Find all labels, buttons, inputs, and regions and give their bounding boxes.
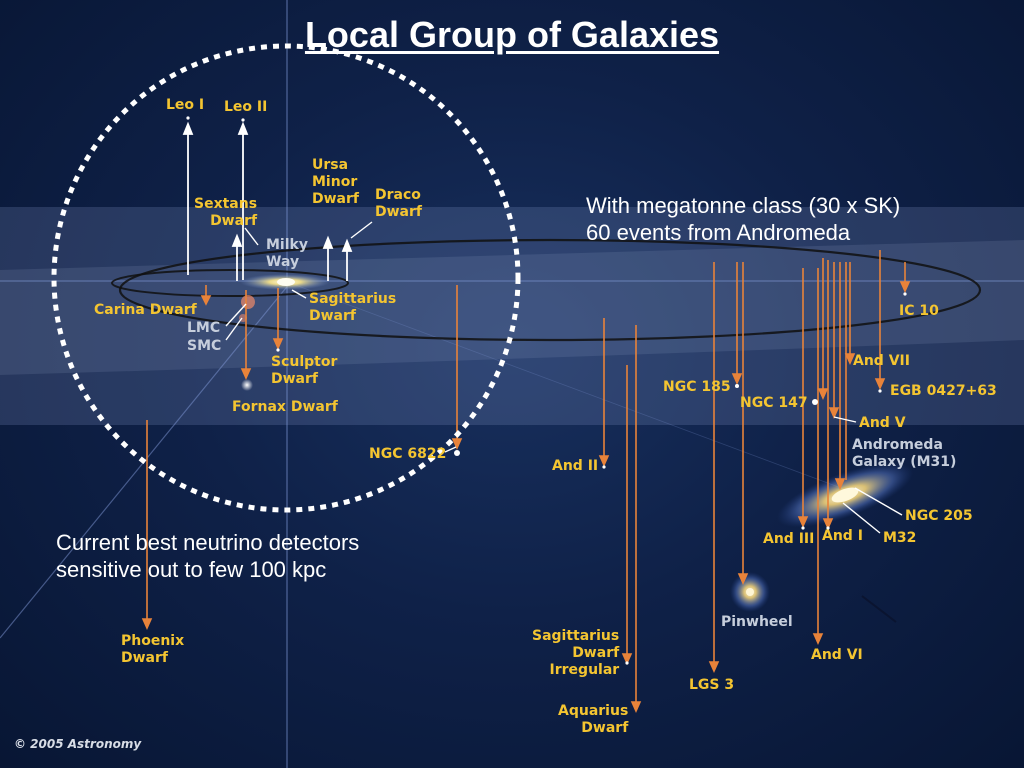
- ptr-smc: [225, 317, 243, 341]
- current-note-line1: Current best neutrino detectors: [56, 530, 360, 555]
- star-and-i: [826, 526, 830, 530]
- drop-lines: [141, 250, 911, 713]
- label-sag-irr-3: Irregular: [549, 662, 620, 678]
- label-aquarius-1: Aquarius: [558, 703, 629, 719]
- pinwheel-core: [746, 588, 754, 596]
- ptr-ngc6822: [444, 446, 457, 453]
- star-ngc6822: [454, 450, 460, 456]
- ptr-sagittarius: [291, 289, 307, 299]
- label-smc: SMC: [187, 338, 222, 354]
- streak: [861, 595, 897, 623]
- page-title: Local Group of Galaxies: [304, 14, 720, 55]
- label-draco-2: Dwarf: [375, 204, 422, 220]
- label-and-i: And I: [822, 528, 863, 544]
- label-sextans-2: Dwarf: [210, 213, 258, 229]
- star-and-iii: [801, 526, 805, 530]
- label-phoenix-1: Phoenix: [121, 633, 185, 649]
- milky-way-core: [277, 278, 295, 286]
- pointer-lines: [225, 221, 903, 534]
- orbit-small: [111, 269, 349, 297]
- label-leo-ii: Leo II: [224, 99, 268, 115]
- star-ngc185: [735, 384, 739, 388]
- label-leo-i: Leo I: [166, 97, 205, 113]
- label-and-iii: And III: [763, 531, 815, 547]
- label-fornax: Fornax Dwarf: [232, 399, 338, 415]
- label-pinwheel: Pinwheel: [721, 614, 793, 630]
- megatonne-note-line2: 60 events from Andromeda: [586, 220, 851, 245]
- label-sag-irr-2: Dwarf: [572, 645, 620, 661]
- label-ic10: IC 10: [899, 303, 939, 319]
- megatonne-note: With megatonne class (30 x SK) 60 events…: [586, 192, 900, 246]
- fornax-blob: [241, 379, 253, 391]
- galactic-plane: [0, 207, 1024, 425]
- label-andromeda-2: Galaxy (M31): [852, 454, 957, 470]
- label-ursa-minor: Ursa Minor Dwarf: [312, 157, 359, 208]
- label-carina: Carina Dwarf: [94, 302, 197, 318]
- label-milky-way-2: Way: [266, 254, 300, 270]
- label-lmc: LMC: [187, 320, 221, 336]
- label-ngc205: NGC 205: [905, 508, 973, 524]
- ptr-m32: [842, 502, 881, 534]
- label-ngc185: NGC 185: [663, 379, 731, 395]
- label-sagittarius-2: Dwarf: [309, 308, 356, 324]
- label-phoenix: Phoenix Dwarf: [121, 633, 184, 667]
- megatonne-note-line1: With megatonne class (30 x SK): [586, 193, 901, 218]
- up-arrows: [182, 121, 353, 281]
- label-ursa-minor-1: Ursa: [312, 157, 349, 173]
- label-phoenix-2: Dwarf: [121, 650, 168, 666]
- current-note-line2: sensitive out to few 100 kpc: [56, 557, 327, 582]
- label-and-vii: And VII: [853, 353, 910, 369]
- andromeda-core: [831, 487, 859, 503]
- label-milky-way-1: Milky: [266, 237, 308, 253]
- star-and-ii: [602, 465, 606, 469]
- detector-range-circle: [51, 43, 521, 513]
- label-milky-way: Milky Way: [266, 237, 308, 271]
- star-sag-irr: [625, 661, 629, 665]
- star-egb: [878, 389, 882, 393]
- label-sag-irregular: Sagittarius Dwarf Irregular: [532, 628, 619, 679]
- ptr-ngc205: [854, 487, 903, 516]
- label-ngc147: NGC 147: [740, 395, 808, 411]
- label-m32: M32: [883, 530, 917, 546]
- label-sculptor-1: Sculptor: [271, 354, 338, 370]
- star-sculptor: [276, 348, 280, 352]
- label-lgs3: LGS 3: [689, 677, 735, 693]
- copyright-notice: © 2005 Astronomy: [14, 737, 142, 751]
- ptr-sextans: [244, 227, 259, 246]
- label-aquarius-2: Dwarf: [581, 720, 629, 736]
- label-sculptor: Sculptor Dwarf: [271, 354, 337, 388]
- label-sag-irr-1: Sagittarius: [532, 628, 620, 644]
- star-leo-i: [186, 116, 190, 120]
- stars: [186, 116, 907, 665]
- label-and-ii: And II: [552, 458, 599, 474]
- label-sextans-1: Sextans: [194, 196, 258, 212]
- label-sagittarius-1: Sagittarius: [309, 291, 397, 307]
- current-detector-note: Current best neutrino detectors sensitiv…: [56, 529, 359, 583]
- label-ngc6822: NGC 6822: [369, 446, 447, 462]
- label-ursa-minor-2: Minor: [312, 174, 358, 190]
- plane-shade: [0, 240, 1024, 375]
- label-draco: Draco Dwarf: [375, 187, 422, 221]
- orbit-large: [118, 238, 982, 342]
- ptr-draco: [350, 221, 373, 239]
- label-egb: EGB 0427+63: [890, 383, 997, 399]
- label-andromeda: Andromeda Galaxy (M31): [852, 437, 956, 471]
- label-sextans: Sextans Dwarf: [194, 196, 257, 230]
- label-sculptor-2: Dwarf: [271, 371, 318, 387]
- label-ursa-minor-3: Dwarf: [312, 191, 359, 207]
- ptr-and-v: [833, 416, 857, 423]
- star-ngc147: [812, 399, 818, 405]
- label-and-vi: And VI: [811, 647, 863, 663]
- star-leo-ii: [241, 118, 245, 122]
- label-draco-1: Draco: [375, 187, 421, 203]
- label-aquarius: Aquarius Dwarf: [558, 703, 628, 737]
- label-and-v: And V: [859, 415, 906, 431]
- label-sagittarius: Sagittarius Dwarf: [309, 291, 396, 325]
- star-ic10: [903, 292, 907, 296]
- ptr-lmc: [225, 303, 247, 327]
- label-andromeda-1: Andromeda: [852, 437, 943, 453]
- axis-diagonal-2: [289, 282, 861, 496]
